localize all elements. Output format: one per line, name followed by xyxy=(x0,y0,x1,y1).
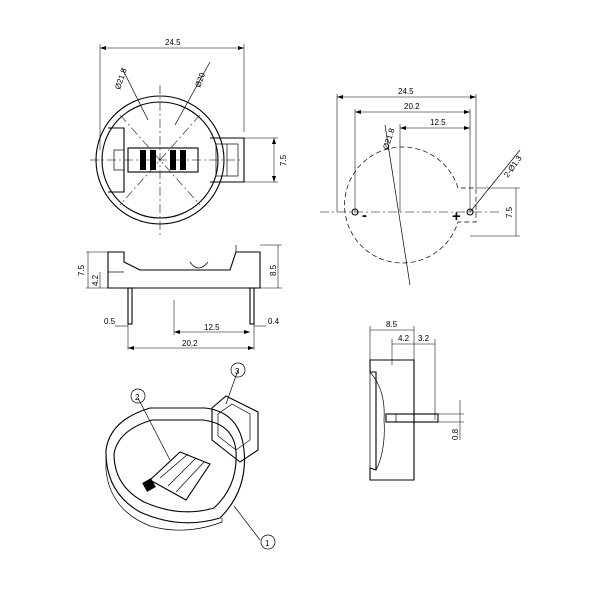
front-right-pin xyxy=(249,287,255,325)
front-view: 7.5 4.2 8.5 0.5 12.5 0.4 20.2 xyxy=(77,244,282,350)
front-body-outline xyxy=(107,251,261,289)
top-height-arrow-bottom xyxy=(272,176,276,182)
iso-base-edge xyxy=(105,450,223,531)
callout-2-circle xyxy=(130,388,146,404)
top-width-arrow-left xyxy=(100,46,106,50)
iso-terminal-inner xyxy=(217,403,251,451)
top-width-label: 24.5 xyxy=(165,38,181,47)
callout-3-label: 3 xyxy=(235,367,240,376)
front-spacing-arrow-right xyxy=(244,330,250,334)
iso-spring-plate xyxy=(149,451,211,501)
pcb-pad-arrow-left xyxy=(355,110,361,114)
outer-diameter-label: Ø20 xyxy=(193,71,207,89)
front-spring-curve xyxy=(189,261,209,269)
side-pin-label: 0.8 xyxy=(451,428,460,440)
side-right-sub-label: 3.2 xyxy=(418,334,430,343)
front-spacing-arrow-left xyxy=(174,330,180,334)
front-right-pin-label: 0.4 xyxy=(268,317,280,326)
spring-bar-2 xyxy=(150,150,156,170)
pcb-footprint-outline xyxy=(344,146,477,264)
spring-bar-1 xyxy=(140,150,146,170)
pcb-diameter-leader xyxy=(384,124,411,286)
front-height-label: 7.5 xyxy=(77,264,86,276)
top-height-label: 7.5 xyxy=(279,154,288,166)
pcb-width-label: 24.5 xyxy=(398,87,414,96)
callout-2-label: 2 xyxy=(135,393,140,402)
side-width-label: 8.5 xyxy=(386,320,398,329)
front-total-arrow-right xyxy=(248,346,254,350)
left-clip-tab xyxy=(113,149,125,171)
outer-diameter-leader xyxy=(174,61,211,126)
top-height-arrow-top xyxy=(272,138,276,144)
inner-diameter-leader xyxy=(121,67,149,121)
side-body-outline xyxy=(369,359,415,481)
callout-1-circle xyxy=(260,534,276,550)
right-terminal-tab xyxy=(210,137,245,183)
top-diagonal-centerline-2 xyxy=(119,114,201,206)
side-pin xyxy=(385,413,439,423)
side-curve xyxy=(369,371,385,471)
pcb-hole-leader xyxy=(469,149,521,213)
pcb-minus-label: - xyxy=(362,207,367,224)
iso-outer-ring xyxy=(105,407,246,524)
spring-bar-4 xyxy=(180,150,186,170)
pcb-offset-label: 7.5 xyxy=(505,206,514,218)
iso-spring-foot xyxy=(142,478,156,492)
contact-spring-frame xyxy=(127,147,199,173)
iso-spring-line-3 xyxy=(175,461,205,493)
pcb-pad-label: 20.2 xyxy=(404,102,420,111)
pcb-inner-arrow-right xyxy=(464,126,470,130)
isometric-view: 2 3 1 xyxy=(105,362,276,550)
pcb-width-arrow-right xyxy=(470,95,476,99)
pcb-pad-arrow-right xyxy=(464,110,470,114)
side-view: 8.5 4.2 3.2 0.8 xyxy=(369,320,464,481)
iso-spring-line-2 xyxy=(167,457,197,487)
front-total-arrow-left xyxy=(128,346,134,350)
front-spacing-label: 12.5 xyxy=(204,323,220,332)
iso-terminal-tab xyxy=(211,395,259,463)
iso-spring-line-1 xyxy=(159,453,189,479)
front-left-pin xyxy=(127,287,133,325)
top-view: 24.5 Ø21.8 Ø20 7.5 xyxy=(90,38,288,235)
top-diagonal-centerline-1 xyxy=(119,114,201,206)
pcb-inner-arrow-left xyxy=(400,126,406,130)
pcb-diameter-label: Ø21.8 xyxy=(381,127,396,151)
iso-inner-ring xyxy=(113,419,237,513)
pcb-inner-label: 12.5 xyxy=(430,118,446,127)
callout-3-circle xyxy=(230,362,246,378)
callout-1-label: 1 xyxy=(265,539,270,548)
pcb-width-arrow-left xyxy=(337,95,343,99)
pcb-layout-view: - + 24.5 20.2 12.5 Ø21.8 2-Ø1.3 7.5 xyxy=(320,87,524,286)
front-right-height-label: 8.5 xyxy=(269,264,278,276)
pcb-hole-label: 2-Ø1.3 xyxy=(502,153,524,179)
inner-diameter-label: Ø21.8 xyxy=(113,67,128,91)
top-width-arrow-right xyxy=(238,46,244,50)
pcb-plus-label: + xyxy=(452,208,461,225)
front-total-label: 20.2 xyxy=(182,339,198,348)
callout-2-leader xyxy=(137,397,171,461)
front-left-pin-label: 0.5 xyxy=(104,317,116,326)
callout-1-leader xyxy=(233,505,261,541)
side-left-sub-label: 4.2 xyxy=(398,334,410,343)
callout-3-leader xyxy=(225,369,239,405)
spring-bar-3 xyxy=(170,150,176,170)
front-step-label: 4.2 xyxy=(91,274,100,286)
